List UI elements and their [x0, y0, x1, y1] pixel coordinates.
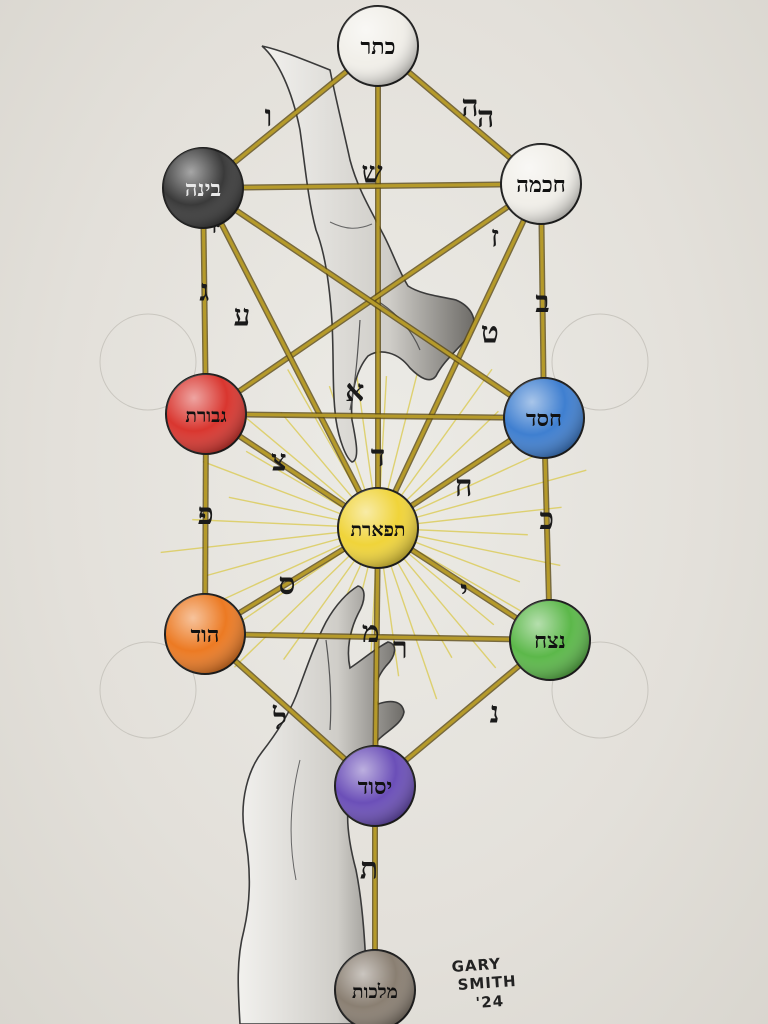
- sefira-label-netzach: נצח: [534, 628, 566, 654]
- path-letter-keter-chochmah: ה: [477, 100, 494, 135]
- sefira-chesed: חסד: [503, 377, 585, 459]
- path-letter-binah-tiferet: ע: [234, 298, 251, 333]
- signature-line-2: SMITH: [457, 972, 517, 994]
- sefira-shading: [335, 746, 415, 826]
- path-letter-chesed-netzach: כ: [539, 502, 554, 537]
- path-letter-hod-yesod: ל: [272, 702, 287, 737]
- sefira-netzach: נצח: [509, 599, 591, 681]
- path-letter-keter-tiferet: ש: [361, 155, 382, 190]
- path-letter-gevurah-tiferet: צ: [271, 444, 287, 479]
- sefira-shading: [166, 374, 246, 454]
- sefira-yesod: יסוד: [334, 745, 416, 827]
- path-netzach-hod: [204, 631, 551, 643]
- path-letters: הושטבזעגקאחכצפיסמרנלתהד: [197, 89, 554, 887]
- path-binah-chesed: [201, 185, 546, 421]
- path-letter-chochmah-tiferet: ט: [481, 316, 499, 351]
- path-chochmah-tiferet: [375, 182, 544, 530]
- sefira-chochmah: חכמה: [500, 143, 582, 225]
- path-chesed-gevurah: [205, 411, 545, 421]
- sefira-malkhut: מלכות: [334, 949, 416, 1024]
- path-letter-yesod-malkhut: ת: [360, 852, 378, 887]
- sefira-binah: בינה: [162, 147, 244, 229]
- sefira-shading: [335, 950, 415, 1024]
- path-chochmah-gevurah: [204, 181, 543, 417]
- sefira-shading: [163, 148, 243, 228]
- path-letter-netzach-yesod: נ: [490, 695, 500, 730]
- extra-letter-1: ד: [371, 439, 385, 474]
- sefira-shading: [165, 594, 245, 674]
- path-chochmah-binah: [202, 181, 542, 191]
- sefira-label-keter: כתר: [361, 34, 396, 60]
- path-letter-tiferet-hod: ס: [278, 567, 295, 602]
- signature-line-3: '24: [475, 992, 505, 1012]
- sefira-shading: [510, 600, 590, 680]
- path-tiferet-yesod: [372, 527, 381, 787]
- extra-letter-0: ה: [461, 89, 478, 124]
- path-letter-chochmah-gevurah: ז: [491, 220, 499, 255]
- path-letter-chesed-tiferet: ח: [455, 469, 473, 504]
- sefira-label-tiferet: תפארת: [350, 519, 405, 541]
- sefira-shading: [504, 378, 584, 458]
- sefira-keter: כתר: [337, 5, 419, 87]
- sefira-gevurah: גבורת: [165, 373, 247, 455]
- path-letter-tiferet-netzach: י: [460, 574, 468, 609]
- path-letter-netzach-hod: ר: [393, 631, 408, 666]
- path-letter-binah-gevurah: ג: [199, 274, 209, 309]
- artist-signature: GARY SMITH '24: [451, 955, 517, 1012]
- sefira-tiferet: תפארת: [337, 487, 419, 569]
- signature-line-1: GARY: [451, 955, 502, 976]
- sefira-shading: [338, 488, 418, 568]
- pencil-guide-circles: [99, 313, 649, 739]
- sefira-label-malkhut: מלכות: [352, 981, 398, 1003]
- path-letter-chochmah-chesed: ב: [535, 285, 549, 320]
- path-binah-tiferet: [200, 186, 381, 530]
- upper-hand-drawing: [261, 45, 475, 463]
- sefira-label-binah: בינה: [185, 176, 221, 202]
- sefira-label-gevurah: גבורת: [185, 405, 226, 427]
- sefira-shading: [501, 144, 581, 224]
- sefira-label-chochmah: חכמה: [516, 172, 565, 198]
- sefira-label-chesed: חסד: [526, 406, 562, 432]
- path-letter-tiferet-yesod: מ: [362, 615, 380, 650]
- sefira-label-yesod: יסוד: [358, 774, 393, 800]
- sefira-hod: הוד: [164, 593, 246, 675]
- sefira-label-hod: הוד: [191, 622, 220, 648]
- path-letter-keter-binah: ו: [265, 99, 273, 134]
- sefira-shading: [338, 6, 418, 86]
- path-letter-gevurah-hod: פ: [197, 497, 213, 532]
- path-letter-chesed-gevurah: א: [345, 374, 364, 409]
